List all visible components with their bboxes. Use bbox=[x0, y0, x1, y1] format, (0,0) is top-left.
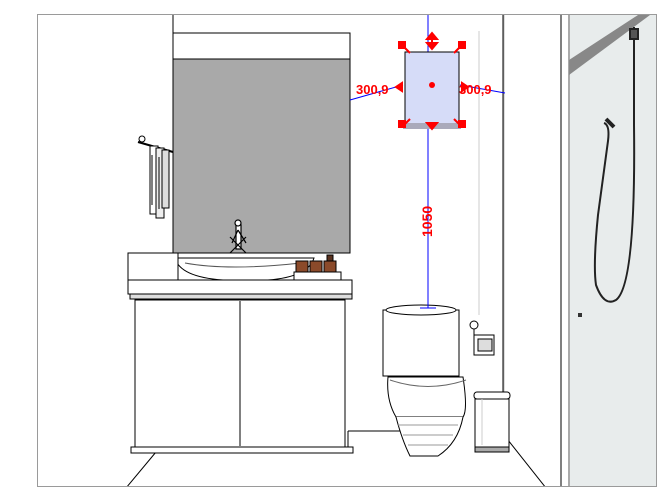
resize-handle-left[interactable] bbox=[394, 81, 403, 93]
resize-handle-top-right[interactable] bbox=[453, 41, 466, 54]
dim-height-label: 1050 bbox=[419, 206, 435, 237]
resize-handle-top[interactable] bbox=[424, 31, 440, 51]
toilet-paper-holder-icon[interactable] bbox=[469, 320, 495, 356]
handheld-shower-icon[interactable] bbox=[593, 27, 639, 303]
sink-faucet-icon[interactable] bbox=[229, 219, 247, 254]
selected-mirror[interactable] bbox=[403, 51, 461, 129]
resize-handle-top-left[interactable] bbox=[398, 41, 411, 54]
pivot-point[interactable] bbox=[429, 82, 435, 88]
bathroom-elevation-drawing[interactable]: 300,9 300,9 1050 bbox=[38, 15, 657, 487]
vanity-backsplash[interactable] bbox=[172, 32, 351, 254]
resize-handle-bottom-left[interactable] bbox=[398, 118, 411, 128]
toilet[interactable] bbox=[382, 304, 467, 457]
dimension-lines bbox=[349, 15, 506, 309]
dim-left-label: 300,9 bbox=[356, 82, 389, 97]
shower-area[interactable] bbox=[568, 15, 657, 487]
transform-handles[interactable] bbox=[394, 31, 470, 131]
towel-bar-icon[interactable] bbox=[137, 135, 174, 219]
vanity-cabinet[interactable] bbox=[127, 252, 354, 454]
resize-handle-bottom-right[interactable] bbox=[453, 118, 466, 128]
resize-handle-bottom[interactable] bbox=[424, 122, 440, 131]
resize-handle-right[interactable] bbox=[461, 81, 470, 93]
accessory-tray[interactable] bbox=[293, 254, 342, 281]
trash-bin-icon[interactable] bbox=[473, 391, 511, 453]
sink-basin[interactable] bbox=[174, 257, 315, 281]
3d-viewport[interactable]: 300,9 300,9 1050 bbox=[37, 14, 657, 487]
